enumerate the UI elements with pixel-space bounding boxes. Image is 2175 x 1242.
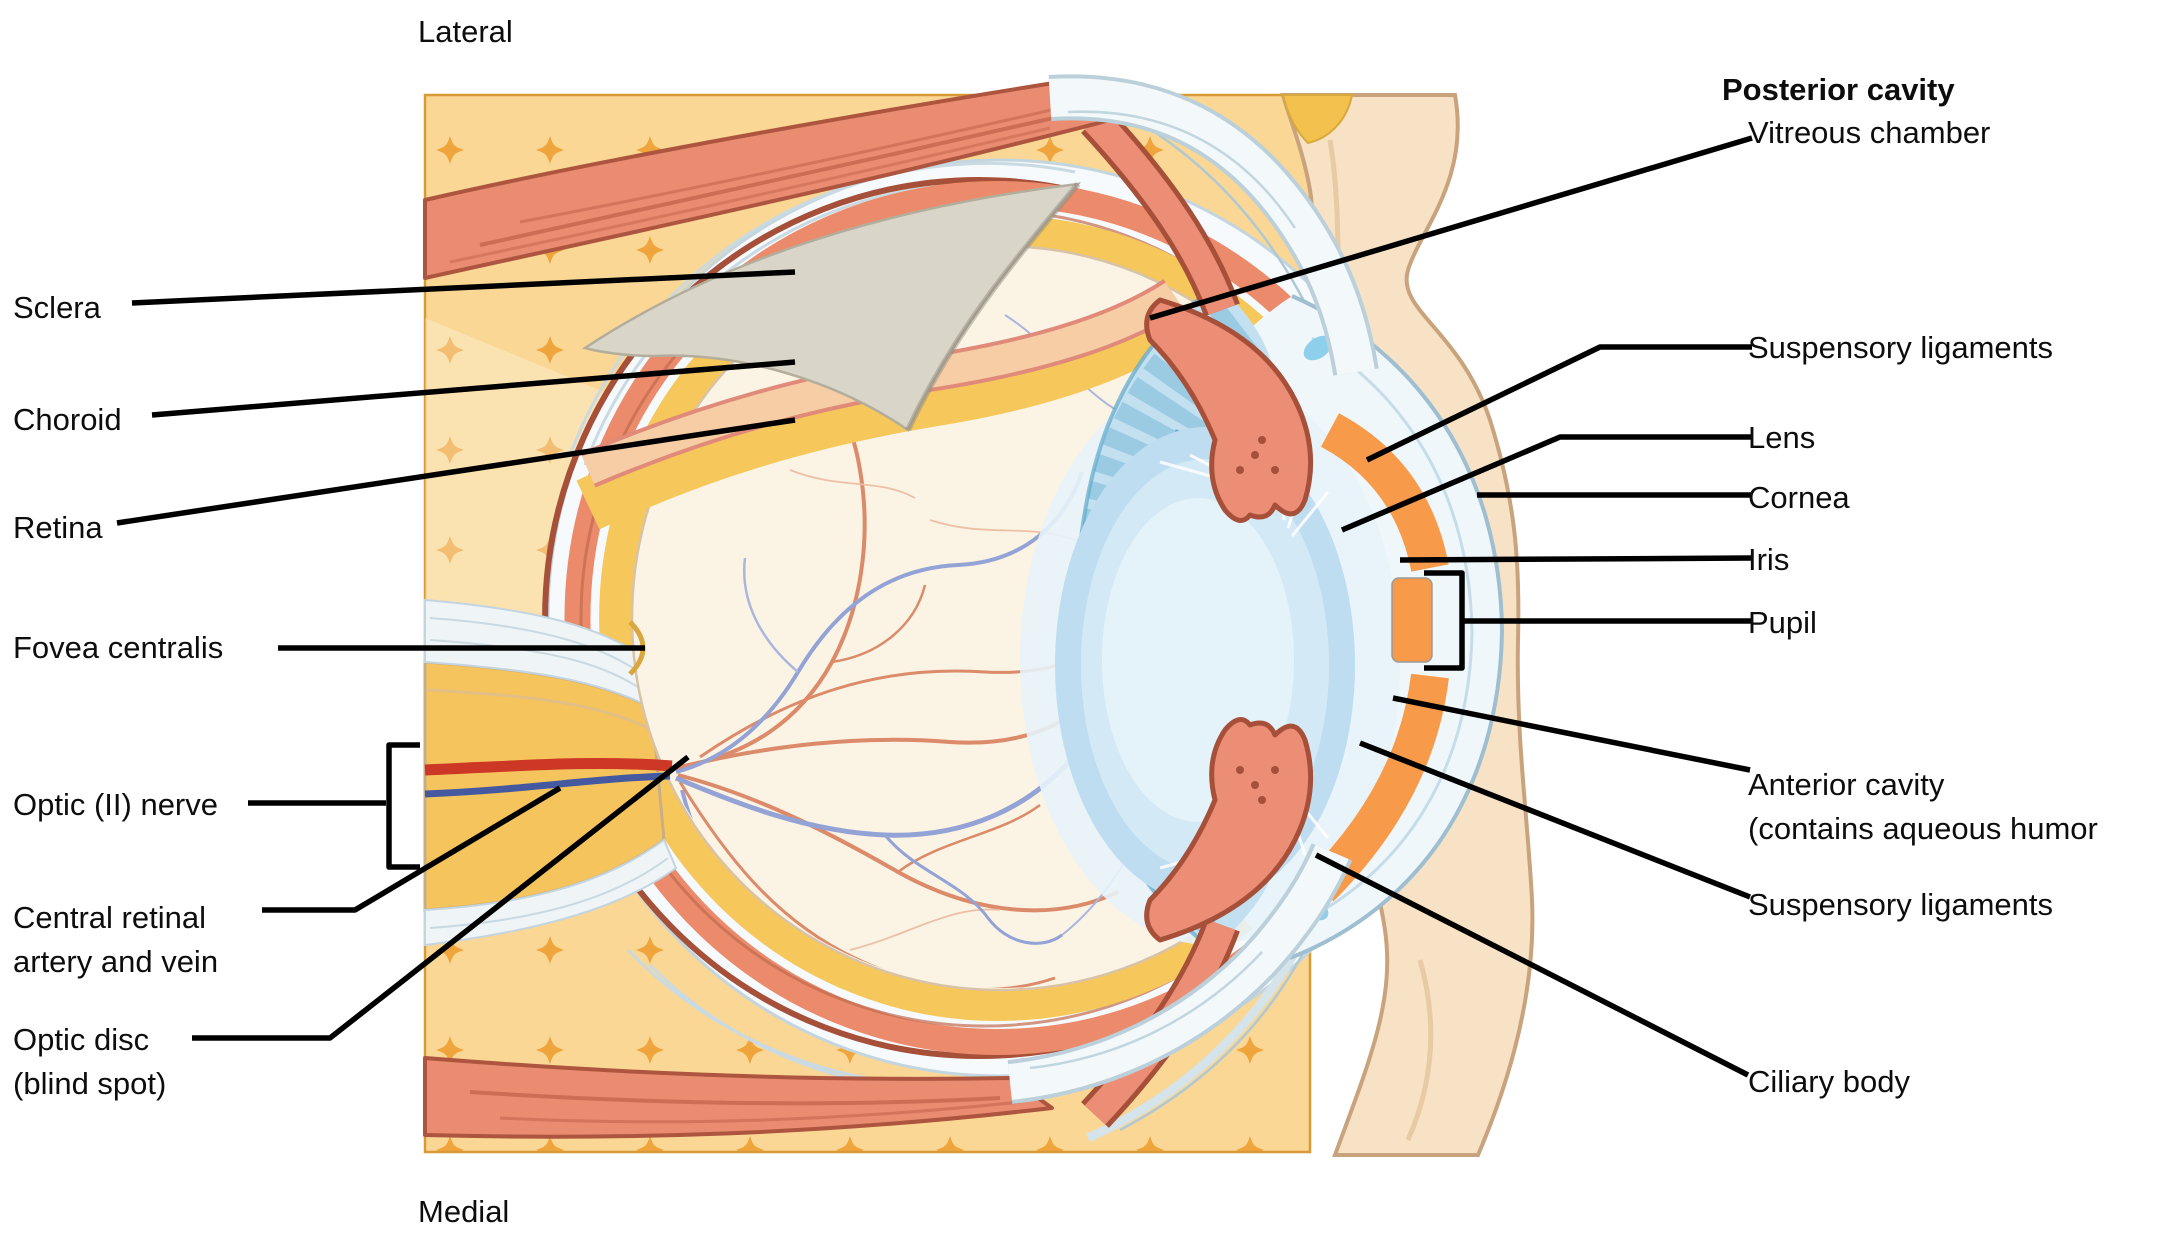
- label-sclera: Sclera: [13, 290, 101, 325]
- leader-suspensory-top: [1365, 344, 1752, 463]
- label-optic-disc-line1: Optic disc: [13, 1022, 150, 1057]
- label-suspensory-ligaments-top: Suspensory ligaments: [1748, 330, 2053, 365]
- leader-anterior-cavity: [1392, 695, 1751, 773]
- leader-suspensory-bottom: [1358, 740, 1752, 900]
- leader-iris: [1399, 555, 1753, 563]
- superior-rectus-muscle: [423, 74, 1379, 376]
- label-lens: Lens: [1748, 420, 1816, 455]
- label-iris: Iris: [1748, 542, 1790, 577]
- label-anterior-cavity: Anterior cavity (contains aqueous humor: [1748, 763, 2098, 851]
- label-fovea-centralis: Fovea centralis: [13, 630, 224, 665]
- label-pupil: Pupil: [1748, 605, 1817, 640]
- label-vitreous-chamber: Vitreous chamber: [1748, 115, 1991, 150]
- leader-ciliary-body: [1314, 852, 1750, 1078]
- sclera-cut-flap: [581, 182, 1081, 432]
- cornea: [1289, 294, 1505, 960]
- label-central-retinal-artery-vein: Central retinal artery and vein: [13, 896, 218, 984]
- leader-lines: [116, 135, 1753, 1078]
- inferior-rectus-muscle: [423, 843, 1353, 1139]
- pupil-area: [1391, 577, 1433, 663]
- leader-vitreous: [1149, 135, 1753, 321]
- bracket-optic-nerve: [386, 742, 420, 870]
- label-anterior-cavity-line2: (contains aqueous humor: [1748, 811, 2098, 846]
- leader-optic-disc: [192, 754, 690, 1041]
- label-suspensory-ligaments-bottom: Suspensory ligaments: [1748, 887, 2053, 922]
- orientation-medial: Medial: [418, 1194, 510, 1229]
- central-retinal-vessels: [424, 757, 673, 798]
- label-posterior-cavity: Posterior cavity: [1722, 72, 1955, 107]
- leader-choroid: [151, 359, 796, 418]
- leader-central-retinal: [262, 785, 562, 913]
- cutaway-layers: [576, 182, 1188, 530]
- label-optic-disc: Optic disc (blind spot): [13, 1018, 166, 1106]
- label-central-retinal-line2: artery and vein: [13, 944, 219, 979]
- label-choroid: Choroid: [13, 402, 122, 437]
- orientation-lateral: Lateral: [418, 14, 513, 49]
- label-cornea: Cornea: [1748, 480, 1850, 515]
- leader-retina: [116, 417, 796, 526]
- leader-lens: [1340, 434, 1752, 533]
- label-ciliary-body: Ciliary body: [1748, 1064, 1910, 1099]
- label-optic-nerve: Optic (II) nerve: [13, 787, 218, 822]
- bracket-pupil: [1424, 570, 1465, 671]
- leader-sclera: [131, 269, 796, 306]
- label-retina: Retina: [13, 510, 103, 545]
- label-optic-disc-line2: (blind spot): [13, 1066, 167, 1101]
- label-central-retinal-line1: Central retinal: [13, 900, 206, 935]
- limbus-mark-top: [1303, 335, 1333, 361]
- label-anterior-cavity-line1: Anterior cavity: [1748, 767, 1945, 802]
